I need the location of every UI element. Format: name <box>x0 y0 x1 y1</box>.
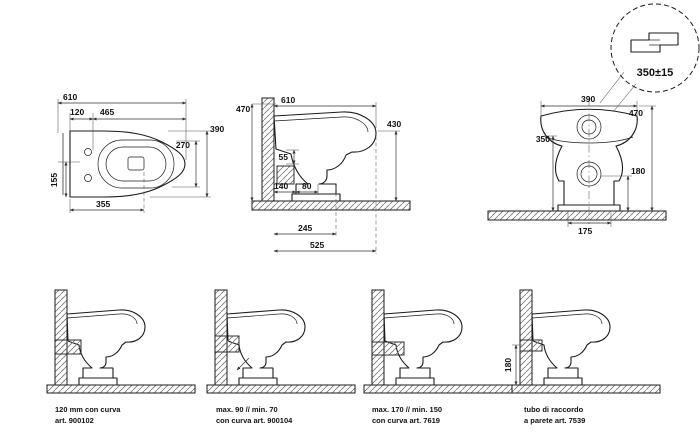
detail-dimension: 350±15 <box>637 67 674 79</box>
wc-side-profile <box>273 111 377 195</box>
dim-390-front: 390 <box>581 94 595 104</box>
dim-470-side: 470 <box>236 104 250 114</box>
installation-diagram-2 <box>206 289 356 394</box>
caption-2-line-1: max. 90 // min. 70 <box>216 405 278 414</box>
dim-270: 270 <box>176 140 190 150</box>
dim-465: 465 <box>100 107 114 117</box>
dim-390-plan: 390 <box>210 124 224 134</box>
dim-350: 350 <box>536 134 550 144</box>
detail-circle <box>610 3 700 93</box>
caption-4-line-2: a parete art. 7539 <box>524 416 585 425</box>
plan-view: 610 120 465 270 390 155 355 <box>49 92 224 213</box>
wall-section <box>261 97 275 202</box>
bowl-outline <box>69 130 186 198</box>
dim-610-side: 610 <box>281 95 295 105</box>
dim-155: 155 <box>49 173 59 187</box>
flow-arrow <box>236 357 250 371</box>
dim-525: 525 <box>310 240 324 250</box>
drain-connector-1 <box>54 339 82 355</box>
dim-175: 175 <box>578 226 592 236</box>
dim-470-front: 470 <box>629 108 643 118</box>
caption-3-line-2: con curva art. 7619 <box>372 416 440 425</box>
installation-diagram-3 <box>363 289 513 394</box>
dim-120: 120 <box>70 107 84 117</box>
drain-connector-4 <box>519 339 543 352</box>
dim-180-front: 180 <box>631 166 645 176</box>
pipe-fitting <box>630 32 679 53</box>
base-plate <box>291 193 341 202</box>
floor-section <box>251 200 411 211</box>
hinge-hole-bottom <box>84 174 92 182</box>
hinge-hole-top <box>84 148 92 156</box>
caption-3-line-1: max. 170 // min. 150 <box>372 405 442 414</box>
floor-section-front <box>487 210 667 221</box>
dim-245: 245 <box>298 223 312 233</box>
installation-diagram-4: 180 <box>503 289 661 394</box>
dim-55: 55 <box>279 152 289 162</box>
dim-430: 430 <box>387 119 401 129</box>
drain-hole <box>127 156 145 171</box>
dim-355: 355 <box>96 199 110 209</box>
detail-bubble: 350±15 <box>599 3 700 113</box>
bowl-rim <box>97 139 175 189</box>
caption-2-line-2: con curva art. 900104 <box>216 416 293 425</box>
installation-diagram-1 <box>46 289 196 394</box>
dim-180-wall: 180 <box>503 358 513 372</box>
dim-80: 80 <box>302 181 312 191</box>
caption-1-line-1: 120 mm con curva <box>55 405 121 414</box>
drain-connector-2 <box>214 335 240 353</box>
drain-connector-3 <box>371 341 405 356</box>
bowl-opening <box>105 146 167 182</box>
caption-4-line-1: tubo di raccordo <box>524 405 584 414</box>
caption-1-line-2: art. 900102 <box>55 416 94 425</box>
dim-610-plan: 610 <box>63 92 77 102</box>
dim-140: 140 <box>274 181 288 191</box>
front-view: 390 470 350 180 175 <box>487 94 667 236</box>
side-view: 610 470 430 55 140 80 245 525 <box>236 95 411 254</box>
wc-front-profile <box>540 108 638 206</box>
drain-connector <box>276 165 295 185</box>
